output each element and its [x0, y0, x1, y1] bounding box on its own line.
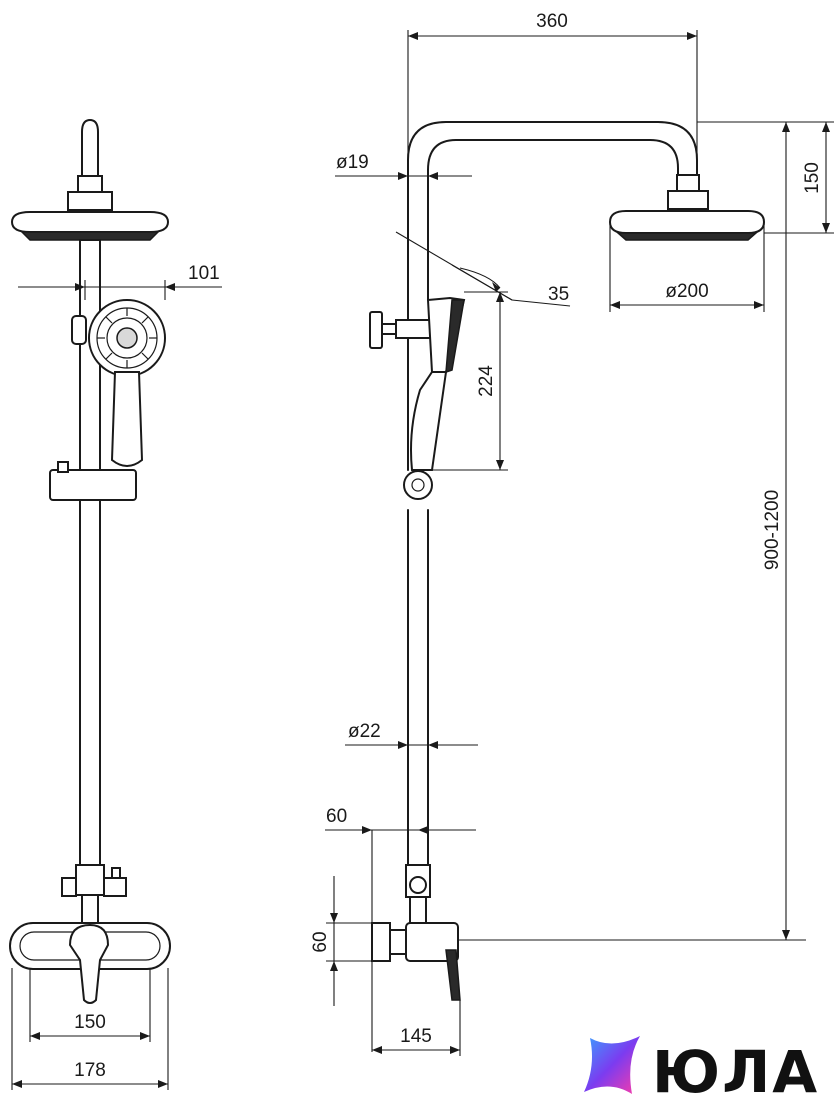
- dim-hand-height: 224: [430, 291, 508, 471]
- side-head-nut: [676, 174, 700, 192]
- front-mixer-lever: [68, 923, 110, 1004]
- side-mixer-connector: [389, 929, 407, 955]
- front-holder-clip: [71, 315, 87, 345]
- front-shower-head: [10, 211, 170, 233]
- dim-mixer-offset-label: 60: [326, 806, 347, 827]
- front-hand-handle: [110, 371, 144, 467]
- side-head-nozzles: [616, 232, 758, 241]
- side-hose-connector-inner: [411, 478, 425, 492]
- side-view: 360 ø19 150 ø200: [310, 11, 834, 1056]
- front-diverter: [75, 864, 105, 896]
- front-slider-knob: [57, 461, 69, 473]
- front-view: 101 150 178: [9, 119, 222, 1090]
- dim-top-width-label: 360: [536, 11, 568, 32]
- front-diverter-knob: [111, 867, 121, 879]
- dim-mixer-depth-label: 145: [400, 1026, 432, 1047]
- dim-hand-angle-label: 35: [548, 284, 569, 305]
- front-diverter-left: [61, 877, 77, 897]
- dim-mixer-inner-width: 150: [29, 968, 151, 1042]
- dim-head-diameter: ø200: [609, 222, 765, 312]
- side-hand-handle: [410, 371, 448, 471]
- dim-mixer-offset: 60: [325, 806, 476, 1052]
- dim-pipe-top: ø19: [335, 152, 472, 180]
- dim-total-height-label: 900-1200: [762, 490, 783, 570]
- side-mixer-body: [405, 922, 459, 962]
- front-lower-rail: [79, 499, 101, 866]
- dim-hand-offset: 101: [18, 263, 222, 300]
- front-hand-center: [116, 327, 138, 349]
- dim-head-diameter-label: ø200: [665, 281, 708, 302]
- dim-pipe-bottom: ø22: [345, 721, 478, 749]
- front-hand-ring-mid: [106, 317, 148, 359]
- side-holder-stem: [381, 323, 397, 335]
- logo-star-icon: [584, 1036, 640, 1094]
- side-head-mount: [667, 190, 709, 210]
- dim-mixer-outer-width-label: 178: [74, 1060, 106, 1081]
- dim-mixer-height: 60: [310, 876, 372, 1006]
- side-hose-connector: [403, 470, 433, 500]
- side-mixer-neck: [409, 896, 427, 924]
- front-top-pipe: [81, 119, 99, 176]
- front-diverter-right: [103, 877, 127, 897]
- dim-hand-angle: 35: [395, 231, 571, 307]
- front-slider: [49, 469, 137, 501]
- dim-total-height: 900-1200: [458, 121, 806, 941]
- front-head-nozzles: [20, 231, 160, 241]
- side-holder-knob: [369, 311, 383, 349]
- front-hand-nozzle-rays: [97, 308, 157, 368]
- front-head-nut: [77, 175, 103, 193]
- side-wall-flange: [371, 922, 391, 962]
- dim-mixer-height-label: 60: [310, 931, 331, 952]
- dim-hand-height-label: 224: [476, 365, 497, 397]
- side-arm-outer: [407, 121, 698, 176]
- dim-mixer-depth: 145: [372, 1000, 461, 1056]
- front-head-mount: [67, 191, 113, 211]
- brand-logo: ЮЛА: [584, 1036, 819, 1100]
- dim-mixer-inner-width-label: 150: [74, 1012, 106, 1033]
- side-arm-inner: [427, 139, 679, 176]
- side-diverter-knob: [409, 876, 427, 894]
- dim-hand-offset-label: 101: [188, 263, 220, 284]
- dim-mixer-outer-width: 178: [11, 968, 169, 1090]
- side-shower-head: [608, 210, 766, 234]
- dim-pipe-bottom-label: ø22: [348, 721, 381, 742]
- front-mixer-neck: [81, 894, 99, 924]
- dim-pipe-top-label: ø19: [336, 152, 369, 173]
- side-hand-face: [445, 299, 465, 374]
- dim-top-width: 360: [407, 11, 698, 175]
- dim-head-drop-label: 150: [802, 162, 823, 194]
- logo-text: ЮЛА: [652, 1038, 819, 1100]
